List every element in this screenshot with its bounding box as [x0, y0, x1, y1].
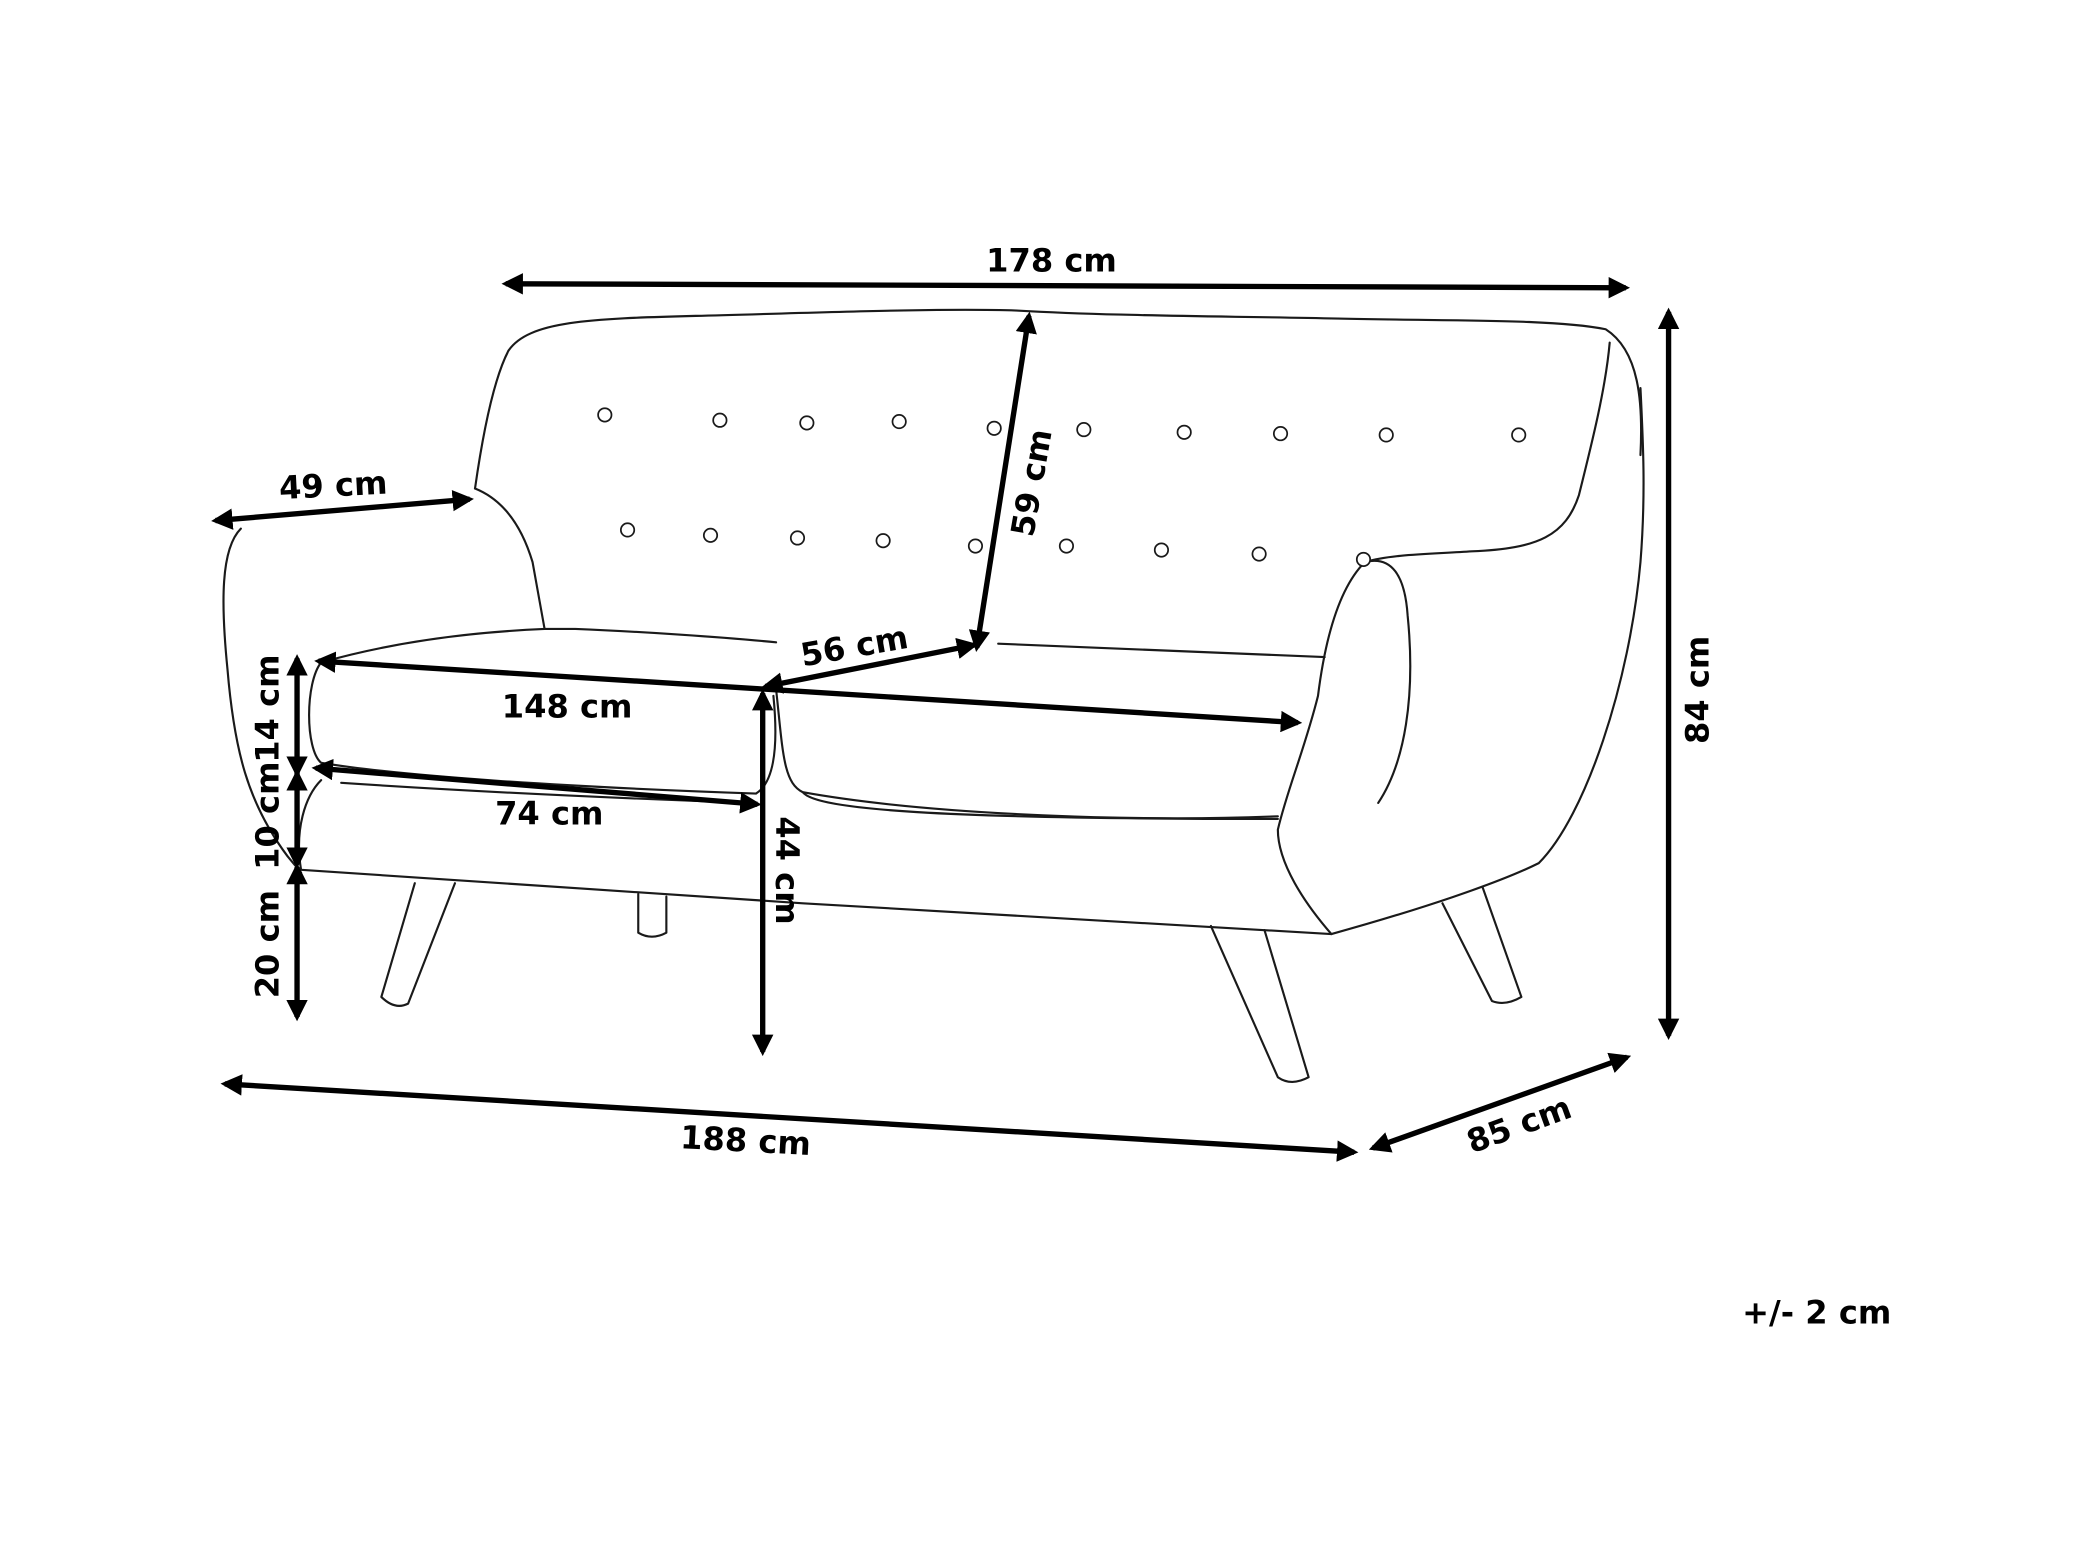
label-depth: 85 cm — [1462, 1088, 1577, 1161]
leg-front-left — [380, 882, 457, 1007]
leg-back-right — [1441, 886, 1523, 1004]
label-seat-width: 148 cm — [502, 687, 633, 725]
label-armrest-depth: 49 cm — [278, 464, 388, 508]
tufted-buttons — [597, 407, 1527, 567]
label-leg-height: 20 cm — [248, 890, 286, 998]
arrow-back-width — [501, 273, 1631, 299]
sofa-base — [297, 779, 1333, 936]
label-backrest-height: 59 cm — [1003, 426, 1059, 539]
leg-back-left — [637, 892, 668, 938]
dimension-labels: 178 cm 84 cm 59 cm 49 cm 148 cm 56 cm 74… — [248, 242, 1891, 1332]
arrow-armrest-depth — [211, 489, 474, 530]
label-base-height: 10 cm — [248, 761, 286, 869]
arrow-backrest-height — [968, 311, 1037, 652]
arrow-cushion-width — [311, 758, 762, 814]
label-seat-depth: 56 cm — [798, 618, 911, 674]
dimension-arrows — [211, 273, 1680, 1162]
leg-front-right — [1209, 924, 1310, 1083]
label-cushion-thickness: 14 cm — [248, 654, 286, 762]
label-seat-height: 44 cm — [768, 816, 806, 924]
tolerance-note: +/- 2 cm — [1742, 1293, 1891, 1331]
label-cushion-width: 74 cm — [495, 794, 603, 832]
arrow-seat-depth — [761, 637, 979, 694]
backrest — [473, 308, 1643, 490]
left-arm — [473, 487, 546, 631]
label-back-width: 178 cm — [986, 242, 1117, 280]
sofa-outline — [222, 308, 1645, 1083]
right-arm — [1276, 387, 1645, 936]
label-total-width: 188 cm — [679, 1118, 812, 1163]
arrow-total-width — [220, 1074, 1359, 1162]
label-total-height: 84 cm — [1679, 636, 1717, 744]
arrow-depth — [1368, 1052, 1632, 1153]
